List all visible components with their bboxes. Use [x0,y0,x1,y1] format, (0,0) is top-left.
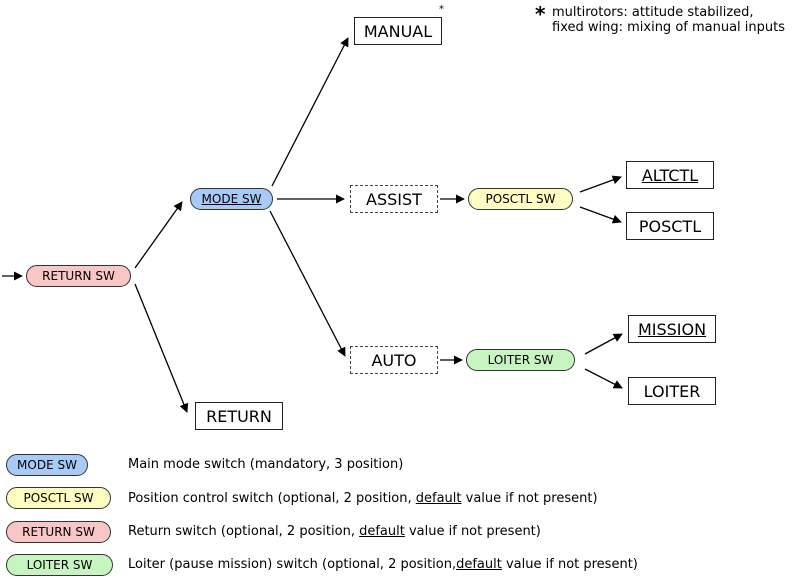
node-loiter: LOITER [628,377,716,405]
arrow-posctlsw-to-altctl [579,175,622,193]
arrow-loitersw-to-loiter [584,368,623,389]
node-altctl: ALTCTL [626,161,714,189]
arrow-posctlsw-to-posctl [579,206,622,224]
legend-return-sw: RETURN SW [6,521,111,543]
note-asterisk: * [535,2,546,26]
arrow-mode-to-manual [271,37,349,187]
node-loiter-sw: LOITER SW [466,349,575,371]
arrow-mode-to-auto [269,210,346,357]
legend-return-sw-desc: Return switch (optional, 2 position, def… [128,524,541,539]
legend-return-desc-default: default [359,524,405,539]
legend-posctl-desc-default: default [415,491,462,506]
node-return-sw: RETURN SW [26,265,131,287]
arrow-return-to-return [134,283,189,413]
legend-posctl-sw: POSCTL SW [6,487,111,509]
node-posctl: POSCTL [626,212,714,240]
arrow-return-to-mode [134,201,183,269]
manual-asterisk: * [439,4,444,15]
legend-return-desc-pre: Return switch (optional, 2 position, [128,524,360,539]
legend-posctl-sw-desc: Position control switch (optional, 2 pos… [128,491,598,506]
node-mission: MISSION [628,315,716,343]
note-text: multirotors: attitude stabilized, fixed … [552,5,785,35]
node-manual: MANUAL [354,17,442,45]
legend-mode-sw: MODE SW [6,454,88,476]
legend-loiter-desc-pre: Loiter (pause mission) switch (optional,… [128,557,457,572]
legend-mode-sw-desc: Main mode switch (mandatory, 3 position) [128,457,404,472]
node-auto: AUTO [350,346,438,374]
node-posctl-sw: POSCTL SW [468,188,573,210]
legend-loiter-sw: LOITER SW [6,554,113,576]
node-mode-sw: MODE SW [190,188,273,210]
node-assist: ASSIST [350,185,438,213]
arrow-loitersw-to-mission [584,333,623,355]
node-return: RETURN [195,402,283,430]
note-line-2: fixed wing: mixing of manual inputs [552,20,786,35]
legend-loiter-sw-desc: Loiter (pause mission) switch (optional,… [128,557,638,572]
legend-loiter-desc-post: value if not present) [501,557,638,572]
legend-return-desc-post: value if not present) [404,524,541,539]
legend-posctl-desc-pre: Position control switch (optional, 2 pos… [128,491,416,506]
legend-posctl-desc-post: value if not present) [461,491,598,506]
legend-loiter-desc-default: default [456,557,502,572]
note-line-1: multirotors: attitude stabilized, [552,5,754,20]
